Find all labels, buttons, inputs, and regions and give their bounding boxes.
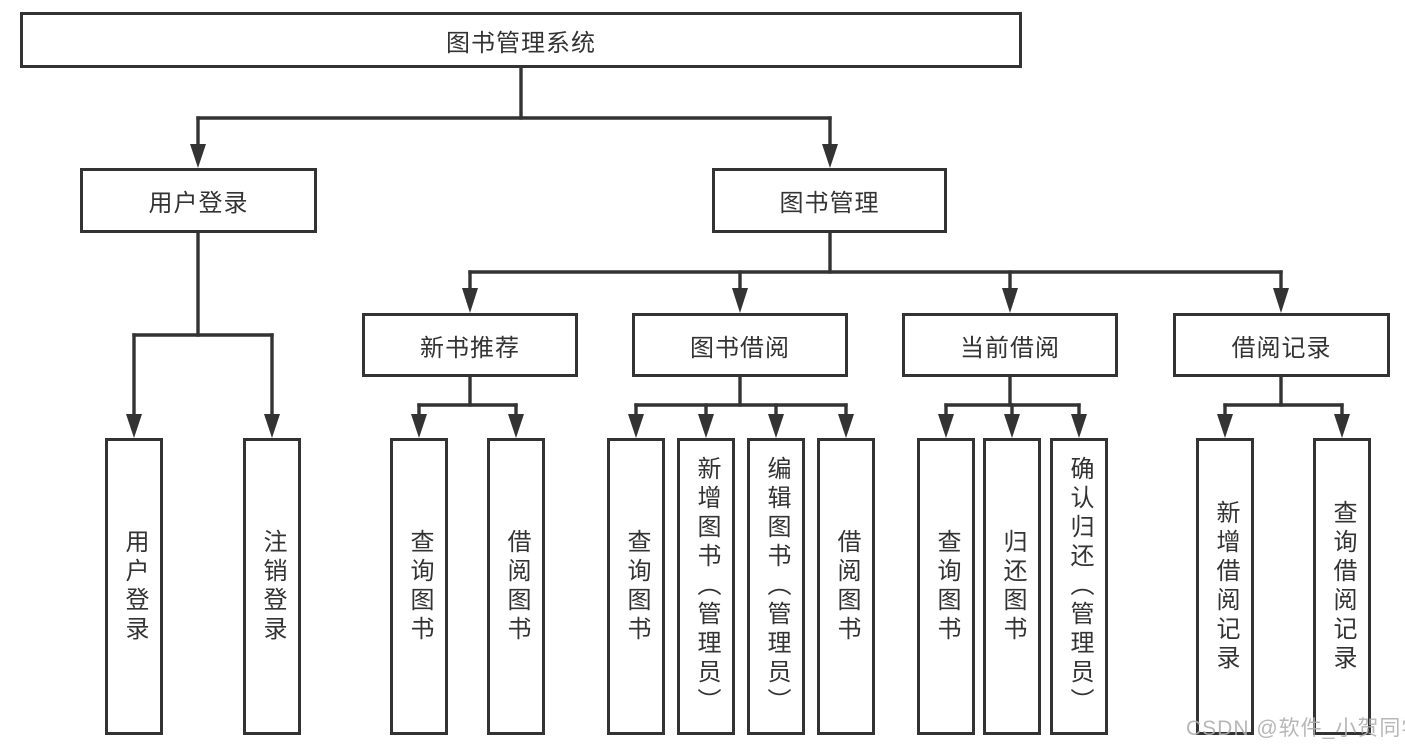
arrow-down-icon: [190, 144, 206, 168]
leaf-return-book: 归还图书: [983, 438, 1041, 735]
leaf-query-book-recommend: 查询图书: [390, 438, 448, 735]
node-label: 用户登录: [121, 528, 148, 645]
node-label: 图书管理: [779, 190, 880, 217]
node-new-book-recommend: 新书推荐: [362, 313, 578, 377]
node-current-borrow: 当前借阅: [902, 313, 1118, 377]
node-label: 查询图书: [623, 528, 650, 645]
connector-borrow-records-children: [1217, 375, 1350, 438]
arrow-down-icon: [1334, 414, 1350, 438]
node-label: 注销登录: [259, 528, 286, 645]
arrow-down-icon: [264, 414, 280, 438]
arrow-down-icon: [1273, 288, 1289, 313]
leaf-query-borrow-record: 查询借阅记录: [1313, 438, 1371, 735]
leaf-logout: 注销登录: [243, 438, 301, 735]
arrow-down-icon: [126, 414, 142, 438]
connector-root-to-level2: [190, 66, 838, 168]
connector-book-borrow-children: [628, 375, 854, 438]
leaf-query-book-current: 查询图书: [917, 438, 975, 735]
leaf-edit-book-admin: 编辑图书（管理员）: [747, 438, 805, 735]
arrow-down-icon: [938, 414, 954, 438]
connector-current-borrow-children: [938, 375, 1087, 438]
leaf-confirm-return-admin: 确认归还（管理员）: [1050, 438, 1108, 735]
leaf-borrow-book-recommend: 借阅图书: [487, 438, 545, 735]
leaf-add-borrow-record: 新增借阅记录: [1196, 438, 1254, 735]
arrow-down-icon: [1002, 288, 1018, 313]
node-label: 查询图书: [933, 528, 960, 645]
node-user-login: 用户登录: [80, 168, 317, 233]
arrow-down-icon: [768, 414, 784, 438]
node-book-borrow: 图书借阅: [632, 313, 848, 377]
arrow-down-icon: [508, 414, 524, 438]
node-label: 图书借阅: [690, 334, 790, 362]
node-label: 用户登录: [148, 190, 249, 217]
arrow-down-icon: [1217, 414, 1233, 438]
node-root-system: 图书管理系统: [20, 12, 1022, 68]
node-label: 确认归还（管理员）: [1066, 456, 1093, 717]
connector-new-book-recommend-children: [411, 375, 524, 438]
leaf-query-book-borrow: 查询图书: [607, 438, 665, 735]
node-label: 查询借阅记录: [1329, 499, 1356, 674]
connector-book-management-children: [462, 231, 1289, 313]
node-book-management: 图书管理: [712, 168, 947, 233]
leaf-add-book-admin: 新增图书（管理员）: [677, 438, 735, 735]
arrow-down-icon: [462, 288, 478, 313]
connector-user-login-children: [126, 231, 280, 438]
node-borrow-records: 借阅记录: [1173, 313, 1390, 377]
node-label: 归还图书: [999, 528, 1026, 645]
node-label: 借阅记录: [1231, 334, 1332, 362]
node-label: 借阅图书: [833, 528, 860, 645]
node-label: 新增借阅记录: [1212, 499, 1239, 674]
arrow-down-icon: [628, 414, 644, 438]
arrow-down-icon: [732, 288, 748, 313]
arrow-down-icon: [838, 414, 854, 438]
node-label: 查询图书: [406, 528, 433, 645]
arrow-down-icon: [411, 414, 427, 438]
arrow-down-icon: [698, 414, 714, 438]
csdn-watermark: CSDN @软件_小贺同学: [1186, 717, 1405, 740]
node-label: 新增图书（管理员）: [693, 456, 720, 717]
arrow-down-icon: [1071, 414, 1087, 438]
leaf-borrow-book: 借阅图书: [817, 438, 875, 735]
node-label: 当前借阅: [960, 334, 1060, 362]
node-label: 借阅图书: [503, 528, 530, 645]
node-label: 新书推荐: [420, 334, 520, 362]
arrow-down-icon: [822, 144, 838, 168]
node-label: 编辑图书（管理员）: [763, 456, 790, 717]
leaf-user-login: 用户登录: [105, 438, 163, 735]
arrow-down-icon: [1004, 414, 1020, 438]
node-label: 图书管理系统: [446, 29, 596, 57]
